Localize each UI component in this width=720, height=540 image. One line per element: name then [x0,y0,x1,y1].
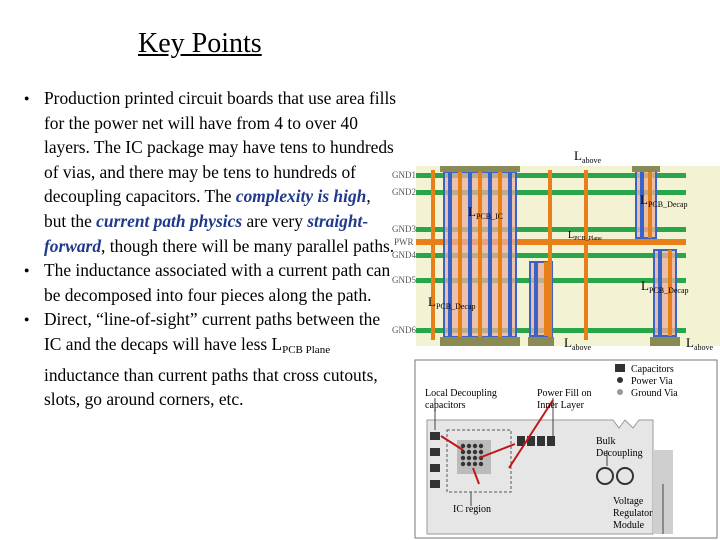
via-group [431,168,672,340]
bulk-cap-2 [616,467,634,485]
label-power-fill-1: Power Fill on [537,388,591,399]
label-bulk-decoupling-1: Bulk [596,436,615,447]
decap-row [517,436,555,446]
decap-body-bottom-left [528,337,554,346]
legend-power-via: Power Via [631,376,673,387]
bullet-3-text-b: inductance than current paths that cross… [44,364,378,410]
bullet-1: Production printed circuit boards that u… [22,86,397,258]
layer-label-gnd2: GND2 [392,187,416,197]
layer-label-gnd1: GND1 [392,170,416,180]
label-l-above-bottom-right: Labove [686,335,714,352]
bullet-2-text: The inductance associated with a current… [44,260,391,305]
bullet-1-text-a: Production printed circuit boards that u… [44,88,397,207]
bulk-cap-1 [596,467,614,485]
current-path-arrows [440,399,554,485]
label-l-above-top: Labove [574,150,602,165]
pcb-stackup-figure: GND1 GND2 GND3 PWR GND4 GND5 GND6 Labove… [392,150,720,352]
decap-body-top [632,166,660,172]
layer-label-gnd3: GND3 [392,224,416,234]
callout-lines [434,398,664,534]
emphasis-current-path-physics: current path physics [96,210,243,231]
bullet-1-text-d: , though there will be many parallel pat… [101,235,395,256]
emphasis-complexity: complexity is high [235,186,367,207]
label-l-pcb-decap-left: LPCB_Decap [428,294,476,311]
legend-power-via-swatch [617,377,623,383]
label-l-above-bottom-left: Labove [564,335,592,352]
legend-ground-via: Ground Via [631,388,678,399]
label-bulk-decoupling-2: Decoupling [596,448,643,459]
local-decap-column [430,432,440,488]
layer-label-gnd5: GND5 [392,275,416,285]
ic-body-top [440,166,520,172]
legend-ground-via-swatch [617,389,623,395]
bullet-2: The inductance associated with a current… [22,258,397,307]
label-l-pcb-decap-lower-right: LPCB_Decap [641,278,689,295]
decap-loop-lower-right [653,249,677,337]
bullet-1-text-b: , but the [44,186,371,231]
bullet-1-text-c: are very [242,210,308,231]
layer-label-gnd4: GND4 [392,250,416,260]
legend-capacitor-swatch [615,364,625,372]
pcb-layout-figure: Capacitors Power Via Ground Via Local De… [414,359,718,539]
layer-label-gnd6: GND6 [392,325,416,335]
layer-label-pwr: PWR [394,237,414,247]
label-l-pcb-decap-right: LPCB_Decap [640,192,688,209]
label-vrm-3: Module [613,520,645,531]
label-ic-region: IC region [453,504,491,515]
label-l-pcb-plane: LPCB_Plane [568,230,602,242]
ic-package [440,337,520,346]
label-l-pcb-ic: LPCB_IC [468,204,503,221]
ic-region-box [446,429,512,493]
bullet-list: Production printed circuit boards that u… [22,86,397,412]
label-power-fill-2: Inner Layer [537,400,585,411]
label-local-decoupling-2: capacitors [425,400,466,411]
bullet-3-text-a: Direct, “line-of-sight” current paths be… [44,309,381,354]
emphasis-straight-forward: straight-forward [44,210,369,256]
slide-title: Key Points [138,28,262,59]
label-vrm-1: Voltage [613,496,644,507]
label-vrm-2: Regulator [613,508,653,519]
label-local-decoupling-1: Local Decoupling [425,388,497,399]
decap-body-bottom-right [650,337,680,346]
legend-capacitors: Capacitors [631,364,674,375]
bullet-3-subscript: PCB Plane [282,343,331,356]
bullet-3: Direct, “line-of-sight” current paths be… [22,307,397,411]
